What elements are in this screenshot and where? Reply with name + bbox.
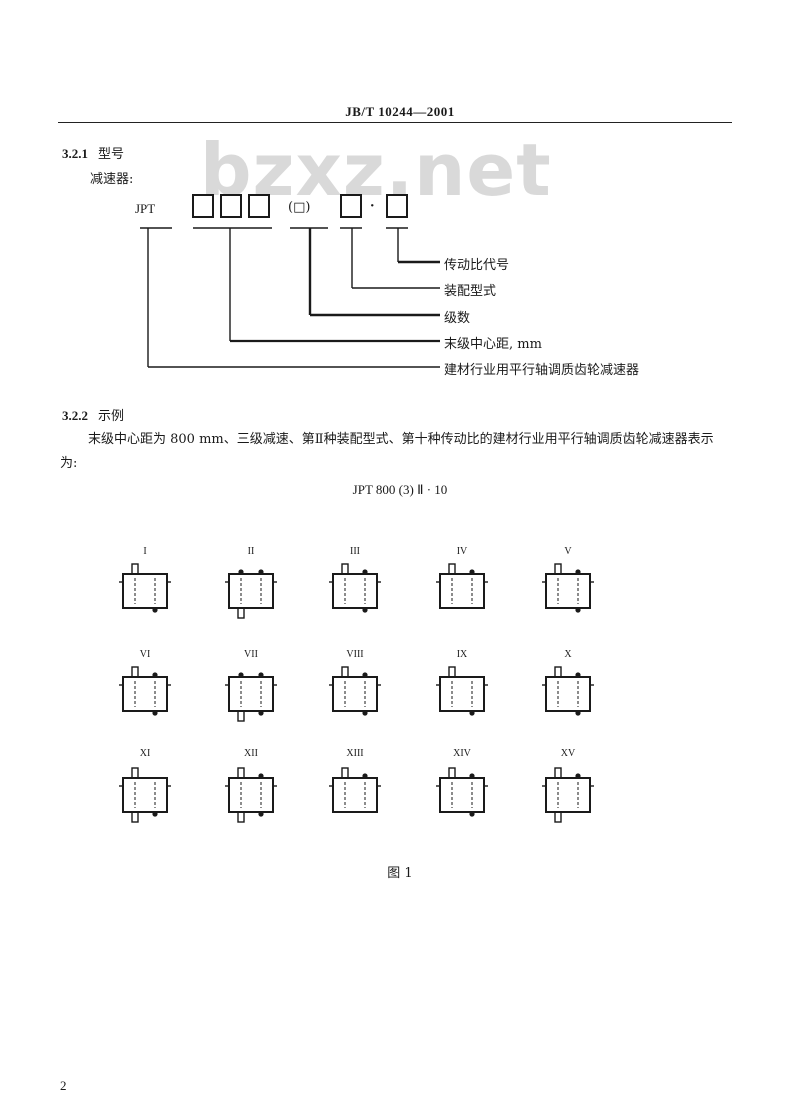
watermark: bzxz.net <box>200 128 552 212</box>
code-box-2 <box>220 194 242 218</box>
assembly-type-label: XIV <box>453 748 471 759</box>
assembly-type-label: II <box>247 546 255 557</box>
assembly-type-label: V <box>564 546 572 557</box>
page-number: 2 <box>60 1078 67 1093</box>
assembly-type-diagram <box>225 569 277 619</box>
section-321-title: 型号 <box>98 147 125 162</box>
assembly-type-label: I <box>143 546 147 557</box>
section-322-paragraph: 末级中心距为 800 mm、三级减速、第Ⅱ种装配型式、第十种传动比的建材行业用平… <box>60 432 714 471</box>
assembly-type-diagram <box>542 666 594 716</box>
assembly-type-diagram <box>225 767 277 823</box>
legend-center-distance: 末级中心距, mm <box>444 337 542 352</box>
legend-stage-count: 级数 <box>444 311 471 326</box>
section-321-heading: 3.2.1 型号 <box>62 143 124 162</box>
assembly-type-label: IV <box>456 546 468 557</box>
assembly-type-diagram <box>225 672 277 722</box>
assembly-type-diagram <box>542 563 594 613</box>
header-title: JB/T 10244—2001 <box>345 104 455 119</box>
legend-reducer-type: 建材行业用平行轴调质齿轮减速器 <box>444 363 640 378</box>
legend-assembly-type: 装配型式 <box>444 284 497 299</box>
code-box-assembly <box>340 194 362 218</box>
assembly-type-label: VIII <box>346 649 364 660</box>
figure-caption: 图 1 <box>387 866 413 881</box>
assembly-type-diagram <box>329 767 381 813</box>
section-322-heading: 3.2.2 示例 <box>62 405 124 424</box>
assembly-type-label: III <box>350 546 360 557</box>
assembly-type-label: VII <box>244 649 258 660</box>
section-322-number: 3.2.2 <box>62 408 88 423</box>
model-prefix: JPT <box>135 201 156 216</box>
header-rule <box>58 122 732 123</box>
assembly-type-diagram <box>329 666 381 716</box>
assembly-type-diagram <box>436 666 488 716</box>
assembly-type-label: VI <box>139 649 151 660</box>
assembly-type-diagram <box>329 563 381 613</box>
model-example: JPT 800 (3) Ⅱ · 10 <box>352 482 448 497</box>
assembly-type-diagram <box>119 666 171 716</box>
assembly-type-label: IX <box>456 649 468 660</box>
assembly-type-label: XI <box>139 748 151 759</box>
assembly-type-label: XV <box>560 748 576 759</box>
assembly-type-diagram <box>542 767 594 823</box>
assembly-type-diagram <box>436 563 488 609</box>
section-321-subtitle: 减速器: <box>90 172 134 187</box>
assembly-type-label: XIII <box>346 748 364 759</box>
code-separator-dot: · <box>370 199 375 214</box>
stage-count-paren-box: (□) <box>288 200 311 215</box>
code-box-1 <box>192 194 214 218</box>
assembly-type-diagram <box>436 767 488 817</box>
legend-ratio-code: 传动比代号 <box>444 258 510 273</box>
model-code-diagram <box>140 194 440 368</box>
assembly-type-label: X <box>564 649 572 660</box>
section-321-number: 3.2.1 <box>62 146 88 161</box>
section-322-title: 示例 <box>98 409 125 424</box>
code-box-3 <box>248 194 270 218</box>
code-box-ratio <box>386 194 408 218</box>
assembly-type-label: XII <box>244 748 258 759</box>
assembly-type-diagram <box>119 563 171 613</box>
assembly-type-diagram <box>119 767 171 823</box>
